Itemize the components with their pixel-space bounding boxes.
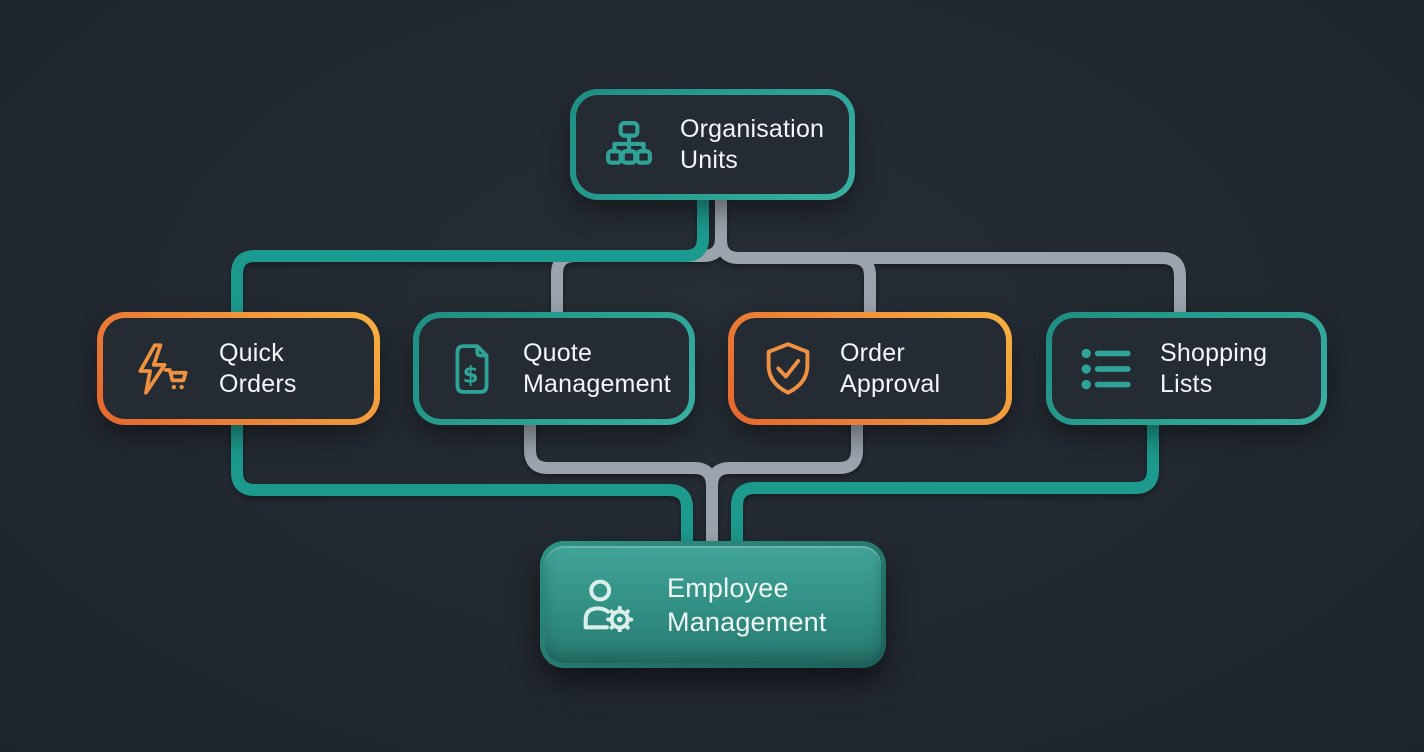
lightning-cart-icon: [131, 341, 193, 397]
document-dollar-icon: $: [447, 341, 497, 397]
edge-quick-orders-to-employee-management: [231, 421, 693, 548]
shield-check-icon: [762, 341, 814, 397]
hierarchy-icon: [604, 120, 654, 170]
edge-order-approval-to-employee-management: [706, 421, 863, 548]
user-gear-icon: [579, 578, 637, 632]
edge-organisation-units-to-quick-orders: [231, 198, 709, 316]
svg-text:$: $: [463, 362, 479, 388]
bullet-list-icon: [1080, 345, 1134, 393]
edge-organisation-units-to-shopping-lists: [715, 198, 1186, 316]
edge-shopping-lists-to-employee-management: [731, 421, 1159, 548]
edge-organisation-units-to-order-approval: [790, 252, 876, 316]
